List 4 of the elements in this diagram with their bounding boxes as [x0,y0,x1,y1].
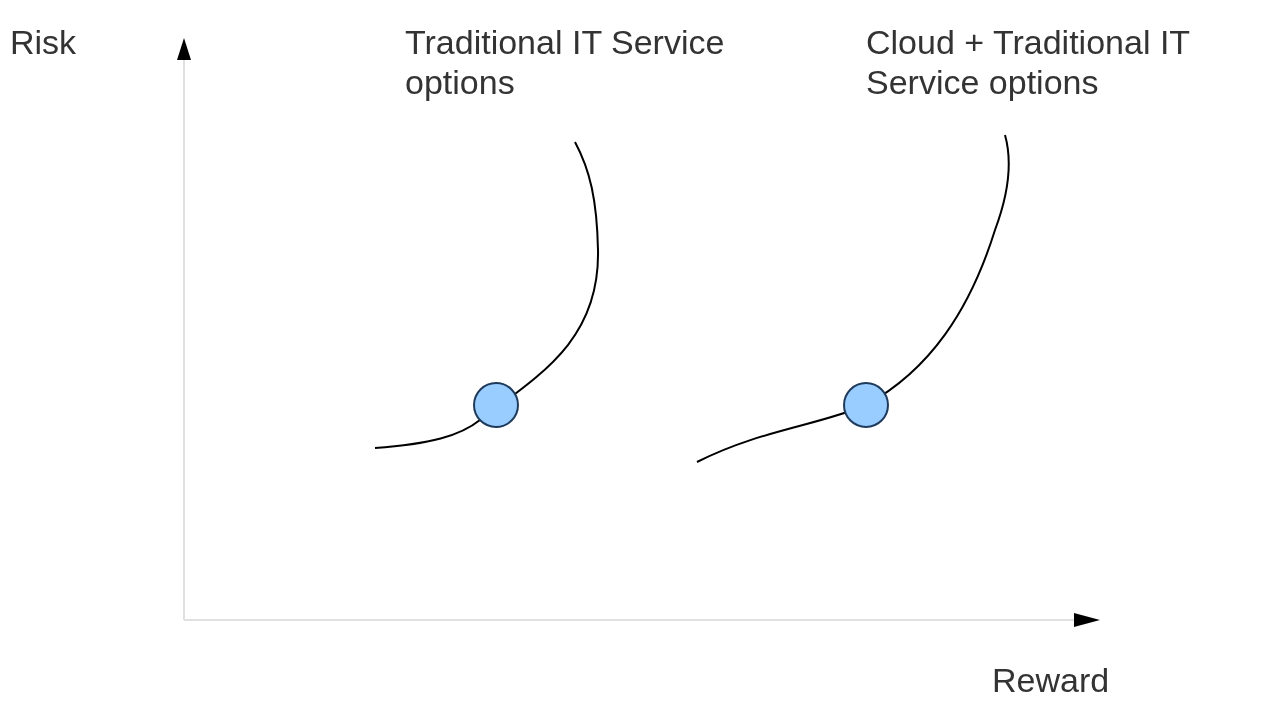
curve-label: Traditional IT Service options [405,22,726,102]
curve-label: Cloud + Traditional IT Service options [866,22,1191,102]
axis-label: Reward [992,660,1110,700]
axis-label: Risk [10,22,77,62]
